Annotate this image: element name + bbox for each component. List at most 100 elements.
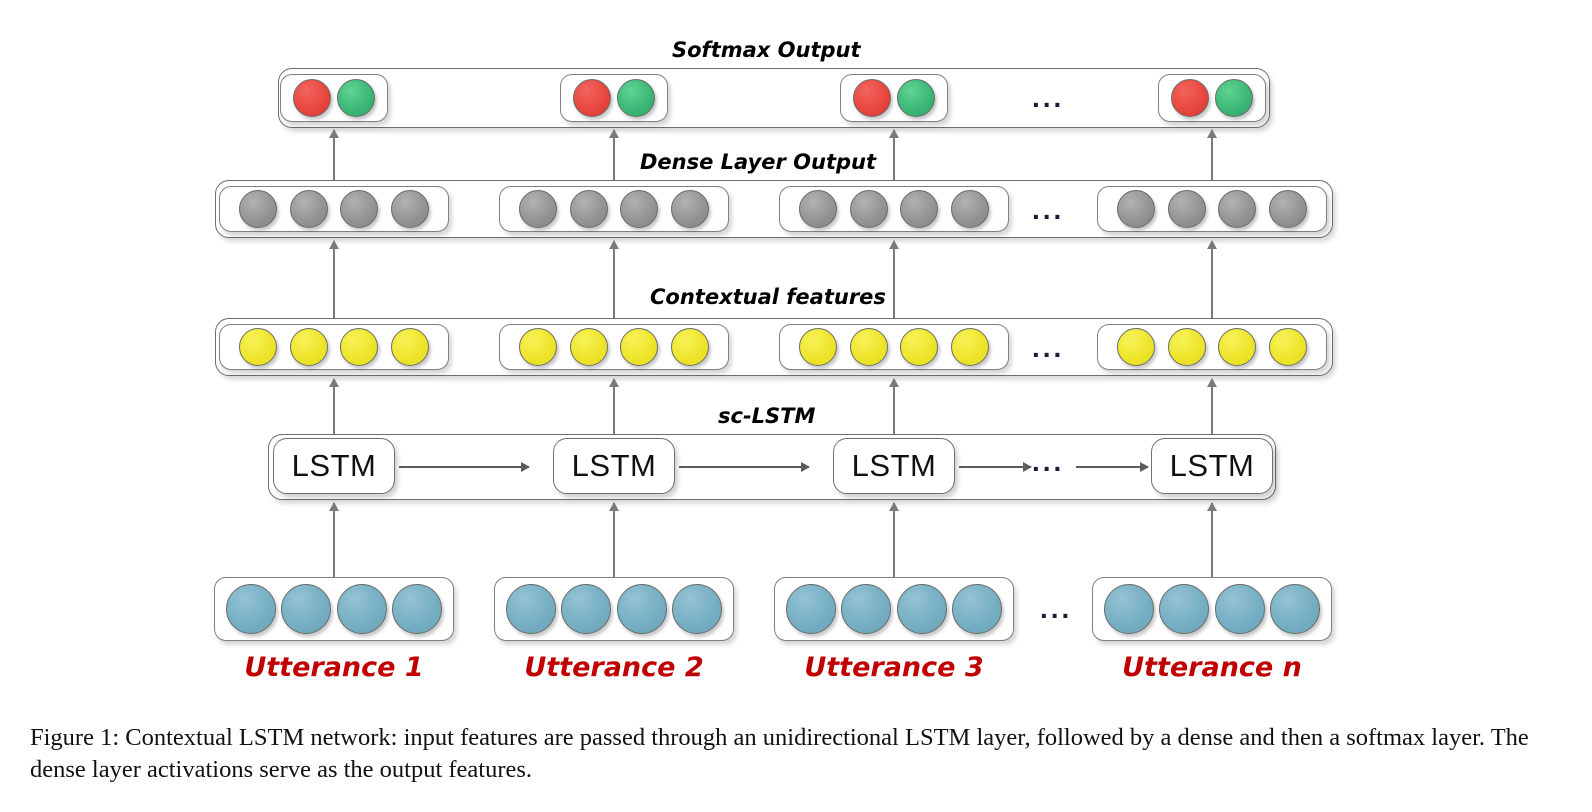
- softmax-red-node: [573, 79, 611, 117]
- lstm-chain-arrow-3: [959, 462, 1032, 471]
- contextual-yellow-node: [1218, 328, 1257, 366]
- dense-gray-node: [238, 190, 277, 228]
- softmax-cell-2[interactable]: [560, 74, 668, 122]
- arrow-lstm-to-contextual-2: [609, 378, 619, 437]
- contextual-yellow-node: [1116, 328, 1155, 366]
- arrow-contextual-to-dense-2: [609, 240, 619, 319]
- utterance-label-3: Utterance 3: [804, 652, 984, 683]
- softmax-red-node: [293, 79, 331, 117]
- arrow-input-to-lstm-1: [329, 502, 339, 577]
- input-blue-node: [1214, 584, 1265, 634]
- input-blue-node: [841, 584, 892, 634]
- dense-gray-node: [671, 190, 710, 228]
- contextual-cell-4[interactable]: [1097, 324, 1327, 370]
- layer-label-dense-output: Dense Layer Output: [640, 150, 877, 174]
- softmax-red-node: [853, 79, 891, 117]
- lstm-cell-label: LSTM: [851, 448, 937, 483]
- input-blue-node: [1104, 584, 1155, 634]
- arrow-input-to-lstm-2: [609, 502, 619, 577]
- softmax-red-node: [1171, 79, 1209, 117]
- contextual-cell-1[interactable]: [219, 324, 449, 370]
- contextual-yellow-node: [849, 328, 888, 366]
- input-blue-node: [226, 584, 277, 634]
- dense-cell-1[interactable]: [219, 186, 449, 232]
- dense-gray-node: [569, 190, 608, 228]
- lstm-chain-arrow-4: [1076, 462, 1149, 471]
- arrow-dense-to-softmax-1: [329, 129, 339, 180]
- lstm-cell-label: LSTM: [1169, 448, 1255, 483]
- input-cell-utterance-4[interactable]: [1092, 577, 1332, 641]
- input-blue-node: [391, 584, 442, 634]
- input-blue-node: [951, 584, 1002, 634]
- dense-gray-node: [1167, 190, 1206, 228]
- dense-cell-4[interactable]: [1097, 186, 1327, 232]
- contextual-yellow-node: [798, 328, 837, 366]
- arrow-contextual-to-dense-4: [1207, 240, 1217, 319]
- lstm-cell-2[interactable]: LSTM: [553, 438, 675, 494]
- dense-gray-node: [849, 190, 888, 228]
- softmax-cell-3[interactable]: [840, 74, 948, 122]
- input-blue-node: [671, 584, 722, 634]
- input-blue-node: [336, 584, 387, 634]
- lstm-cell-4[interactable]: LSTM: [1151, 438, 1273, 494]
- contextual-yellow-node: [391, 328, 430, 366]
- arrow-lstm-to-contextual-4: [1207, 378, 1217, 437]
- layer-label-contextual-features: Contextual features: [650, 285, 886, 309]
- contextual-yellow-node: [620, 328, 659, 366]
- input-blue-node: [281, 584, 332, 634]
- dense-gray-node: [620, 190, 659, 228]
- softmax-cell-4[interactable]: [1158, 74, 1266, 122]
- arrow-input-to-lstm-4: [1207, 502, 1217, 577]
- input-cell-utterance-1[interactable]: [214, 577, 454, 641]
- dense-cell-3[interactable]: [779, 186, 1009, 232]
- utterance-label-4: Utterance n: [1122, 652, 1302, 683]
- arrow-contextual-to-dense-1: [329, 240, 339, 319]
- input-cell-utterance-3[interactable]: [774, 577, 1014, 641]
- lstm-cell-label: LSTM: [291, 448, 377, 483]
- softmax-band: [278, 68, 1270, 128]
- contextual-ellipsis: ...: [1032, 332, 1065, 363]
- lstm-chain-arrow-2: [679, 462, 810, 471]
- input-blue-node: [506, 584, 557, 634]
- dense-gray-node: [391, 190, 430, 228]
- arrow-lstm-to-contextual-3: [889, 378, 899, 437]
- lstm-cell-label: LSTM: [571, 448, 657, 483]
- contextual-yellow-node: [569, 328, 608, 366]
- softmax-cell-1[interactable]: [280, 74, 388, 122]
- contextual-yellow-node: [238, 328, 277, 366]
- contextual-yellow-node: [951, 328, 990, 366]
- dense-gray-node: [1269, 190, 1308, 228]
- contextual-yellow-node: [289, 328, 328, 366]
- contextual-yellow-node: [1167, 328, 1206, 366]
- arrow-dense-to-softmax-4: [1207, 129, 1217, 180]
- input-blue-node: [1269, 584, 1320, 634]
- input-blue-node: [561, 584, 612, 634]
- contextual-yellow-node: [340, 328, 379, 366]
- arrow-dense-to-softmax-3: [889, 129, 899, 180]
- input-cell-utterance-2[interactable]: [494, 577, 734, 641]
- utterance-label-1: Utterance 1: [244, 652, 424, 683]
- utterance-label-2: Utterance 2: [524, 652, 704, 683]
- dense-gray-node: [798, 190, 837, 228]
- input-ellipsis: ...: [1040, 593, 1073, 624]
- input-blue-node: [786, 584, 837, 634]
- layer-label-softmax-output: Softmax Output: [672, 38, 861, 62]
- contextual-yellow-node: [518, 328, 557, 366]
- softmax-green-node: [1215, 79, 1253, 117]
- lstm-cell-1[interactable]: LSTM: [273, 438, 395, 494]
- layer-label-sc-lstm: sc-LSTM: [718, 404, 816, 428]
- dense-gray-node: [900, 190, 939, 228]
- arrow-dense-to-softmax-2: [609, 129, 619, 180]
- softmax-green-node: [897, 79, 935, 117]
- dense-gray-node: [1218, 190, 1257, 228]
- dense-gray-node: [518, 190, 557, 228]
- contextual-yellow-node: [1269, 328, 1308, 366]
- lstm-cell-3[interactable]: LSTM: [833, 438, 955, 494]
- lstm-chain-ellipsis: ...: [1032, 446, 1065, 477]
- contextual-cell-2[interactable]: [499, 324, 729, 370]
- dense-cell-2[interactable]: [499, 186, 729, 232]
- contextual-yellow-node: [900, 328, 939, 366]
- contextual-cell-3[interactable]: [779, 324, 1009, 370]
- softmax-ellipsis: ...: [1032, 82, 1065, 113]
